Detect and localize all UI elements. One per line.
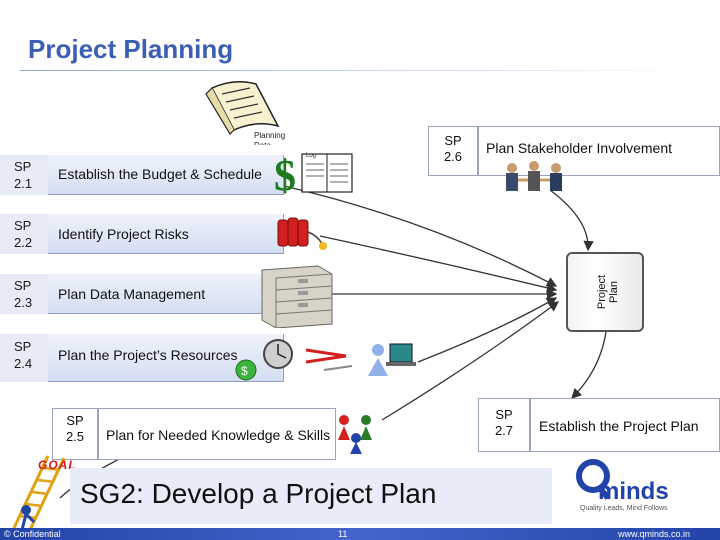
sp-2-7-id: SP 2.7 — [478, 398, 530, 452]
page-title: Project Planning — [28, 34, 234, 64]
qminds-logo-icon — [576, 459, 611, 500]
schedule-book-label: Log — [306, 153, 317, 159]
arrow-sp25-to-plan — [381, 301, 560, 421]
arrow-sp24-to-plan — [417, 297, 558, 363]
arrow-sp22-to-plan — [319, 235, 558, 293]
sp-2-7-bar: Establish the Project Plan — [530, 398, 720, 452]
sp-2-3-id: SP 2.3 — [0, 274, 48, 314]
sp-2-1-id: SP 2.1 — [0, 155, 48, 195]
arrow-sp21-to-plan — [283, 185, 558, 287]
resources-icons: $ — [235, 339, 416, 381]
sp-2-6-bar — [478, 126, 720, 176]
planning-data-icon — [205, 81, 280, 135]
project-plan-document: Project Plan — [566, 252, 644, 332]
risk-dynamite-icon — [277, 217, 327, 250]
footer-bar — [0, 528, 720, 540]
sp-2-1-label: Establish the Budget & Schedule — [58, 166, 262, 182]
sp-2-3-label: Plan Data Management — [58, 286, 206, 302]
file-cabinet-icon — [261, 265, 333, 328]
arrow-sp26-to-plan — [549, 189, 594, 252]
goal-ladder-icon — [12, 455, 66, 530]
brand-wordmark: minds — [598, 478, 669, 505]
brand-tagline: Quality Leads, Mind Follows — [580, 505, 668, 512]
specific-goal-box — [70, 468, 552, 524]
title-divider — [20, 70, 700, 71]
footer-website: www.qminds.co.in — [618, 529, 691, 539]
project-plan-label: Project Plan — [596, 274, 620, 310]
sp-2-2-id: SP 2.2 — [0, 214, 48, 254]
stakeholders-icon — [506, 161, 562, 191]
goal-label: GOAL — [38, 458, 77, 472]
footer-page-number: 11 — [338, 529, 348, 539]
skills-people-icon — [338, 415, 372, 454]
svg-text:$: $ — [274, 151, 296, 196]
sp-2-2-bar — [48, 214, 284, 254]
sp-2-4-id: SP 2.4 — [0, 334, 48, 382]
sp-2-6-label: Plan Stakeholder Involvement — [486, 140, 672, 156]
sp-2-5-id: SP 2.5 — [52, 408, 98, 460]
sp-2-4-label: Plan the Project’s Resources — [58, 347, 238, 363]
sp-2-7-label: Establish the Project Plan — [539, 418, 699, 434]
sp-2-5-bar — [98, 408, 336, 460]
planning-data-label: Planning Data — [254, 131, 286, 145]
sp-2-5-label: Plan for Needed Knowledge & Skills — [106, 427, 331, 443]
footer-confidential: © Confidential — [4, 529, 61, 539]
sp-2-1-bar — [48, 155, 284, 195]
arrow-plan-to-sp27 — [571, 331, 607, 399]
budget-dollar-icon: $ — [274, 151, 353, 196]
sp-2-6-id: SP 2.6 — [428, 126, 478, 176]
specific-goal-title: SG2: Develop a Project Plan — [80, 478, 437, 509]
svg-text:$: $ — [241, 364, 248, 378]
sp-2-2-label: Identify Project Risks — [58, 226, 189, 242]
